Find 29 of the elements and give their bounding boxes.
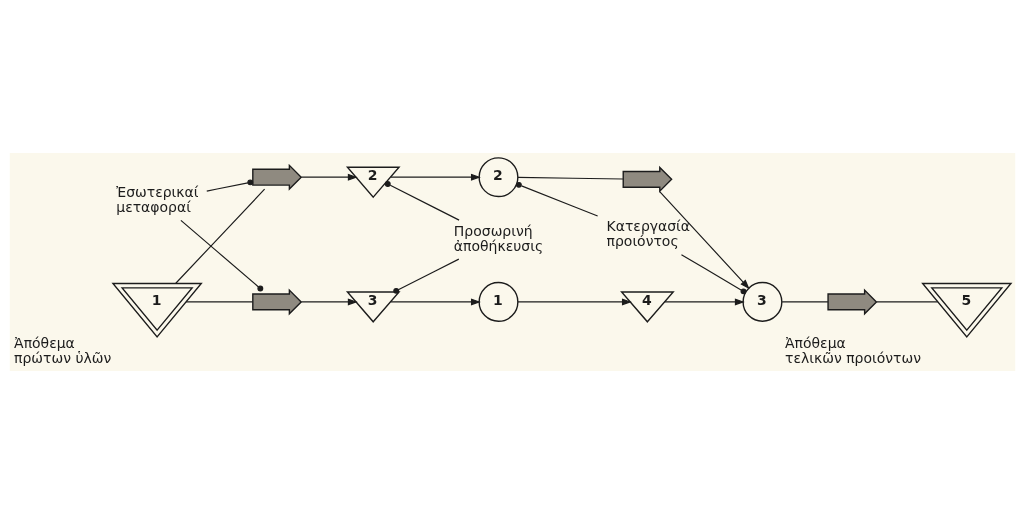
connector: [515, 181, 598, 217]
connector: [680, 254, 746, 295]
node-arrow: [826, 288, 877, 316]
node-arrow: [251, 163, 302, 191]
node-arrow: [251, 288, 302, 316]
node-label: Ἀπόθεμα τελικῶν προιόντων: [784, 334, 921, 366]
connector: [516, 176, 624, 180]
connector: [174, 188, 265, 284]
node-text: Προσωρινή ἀποθήκευσις: [453, 222, 543, 254]
connector: [781, 301, 828, 303]
node-text: Ἐσωτερικαί μεταφοραί: [115, 183, 198, 216]
arrow: [389, 298, 481, 306]
connector: [205, 179, 253, 192]
arrow: [300, 298, 358, 306]
node-circle: 1: [477, 281, 519, 322]
arrow: [663, 298, 745, 306]
node-text: Κατεργασία προιόντος: [606, 218, 690, 250]
connector: [392, 258, 459, 294]
node-label: Ἀπόθεμα πρώτων ὑλῶν: [13, 334, 111, 366]
connector: [185, 301, 253, 303]
arrow: [658, 190, 750, 290]
connector: [384, 181, 460, 221]
arrow: [389, 173, 481, 181]
arrow: [516, 298, 632, 306]
connector: [179, 219, 263, 292]
node-circle: 2: [477, 157, 519, 198]
connector: [875, 301, 938, 303]
arrow: [300, 173, 358, 181]
node-arrow: [622, 165, 673, 193]
